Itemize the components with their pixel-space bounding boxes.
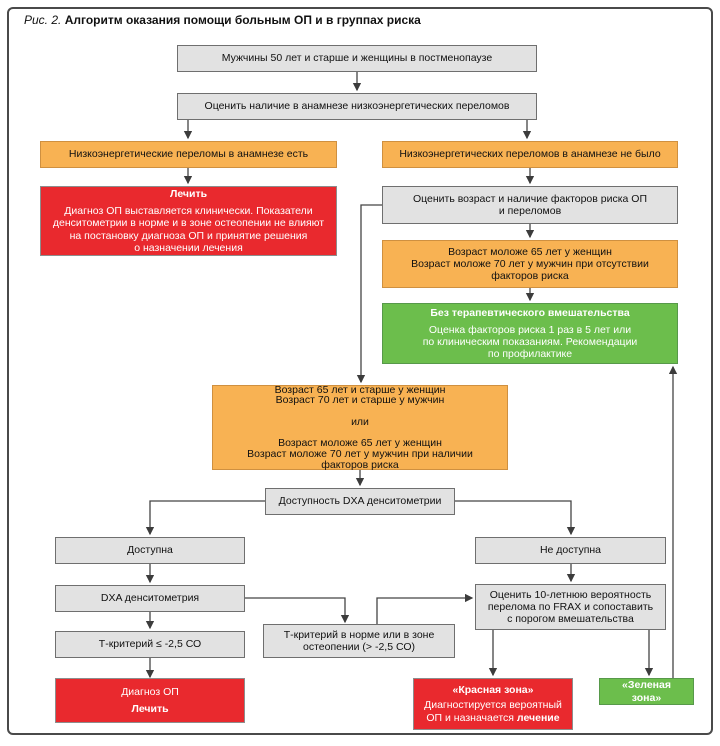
figure-border [7, 7, 713, 735]
node-green-zone: «Зеленая зона» [599, 678, 694, 705]
node-t-normal-label: Т-критерий в норме или в зоне остеопении… [283, 628, 435, 653]
node-treat-clinical-title: Лечить [169, 188, 208, 201]
node-start-label: Мужчины 50 лет и старше и женщины в пост… [221, 52, 493, 65]
node-available: Доступна [55, 537, 245, 564]
node-age-criteria: Возраст 65 лет и старше у женщин Возраст… [212, 383, 508, 471]
connector-t-normal-to-frax [376, 593, 474, 625]
connector-availability-to-not-available [455, 500, 576, 536]
node-no-intervention-title: Без терапевтического вмешательства [430, 306, 630, 319]
node-age-criteria-label: Возраст 65 лет и старше у женщин Возраст… [247, 383, 473, 471]
node-assess-history: Оценить наличие в анамнезе низкоэнергети… [177, 93, 537, 120]
node-assess-history-label: Оценить наличие в анамнезе низкоэнергети… [204, 100, 510, 113]
node-t-normal: Т-критерий в норме или в зоне остеопении… [263, 624, 455, 658]
node-young-no-risk-label: Возраст моложе 65 лет у женщин Возраст м… [411, 245, 649, 283]
node-fractures-yes: Низкоэнергетические переломы в анамнезе … [40, 141, 337, 168]
node-dxa: DXA денситометрия [55, 585, 245, 612]
node-not-available: Не доступна [475, 537, 666, 564]
node-start: Мужчины 50 лет и старше и женщины в пост… [177, 45, 537, 72]
node-red-zone-body-bold: лечение [516, 711, 560, 724]
node-fractures-no-label: Низкоэнергетических переломов в анамнезе… [399, 148, 661, 161]
node-assess-age-label: Оценить возраст и наличие факторов риска… [412, 192, 648, 217]
node-fractures-yes-label: Низкоэнергетические переломы в анамнезе … [68, 148, 309, 161]
node-red-zone-title: «Красная зона» [452, 684, 534, 697]
node-dxa-availability-label: Доступность DXA денситометрии [278, 495, 442, 508]
node-frax-label: Оценить 10-летнюю вероятность перелома п… [487, 588, 654, 626]
node-red-zone-body: Диагностируется вероятный ОП и назначает… [424, 699, 562, 723]
node-treat-clinical: Лечить Диагноз ОП выставляется клиническ… [40, 186, 337, 256]
node-fractures-no: Низкоэнергетических переломов в анамнезе… [382, 141, 678, 168]
node-diagnosis-op-line1: Диагноз ОП [121, 686, 179, 699]
node-available-label: Доступна [127, 544, 173, 557]
node-no-intervention-body: Оценка факторов риска 1 раз в 5 лет или … [422, 323, 638, 361]
node-young-no-risk: Возраст моложе 65 лет у женщин Возраст м… [382, 240, 678, 288]
node-diagnosis-op-line2: Лечить [131, 702, 169, 715]
node-dxa-label: DXA денситометрия [100, 592, 200, 605]
connector-assess-age-to-age-criteria [356, 204, 382, 384]
node-red-zone: «Красная зона» Диагностируется вероятный… [413, 678, 573, 730]
figure-caption: Рис. 2. Алгоритм оказания помощи больным… [24, 13, 421, 27]
connector-availability-to-available [145, 500, 265, 536]
node-frax: Оценить 10-летнюю вероятность перелома п… [475, 584, 666, 630]
node-not-available-label: Не доступна [539, 544, 602, 557]
node-dxa-availability: Доступность DXA денситометрии [265, 488, 455, 515]
node-treat-clinical-body: Диагноз ОП выставляется клинически. Пока… [52, 205, 325, 254]
node-t-low-label: Т-критерий ≤ -2,5 СО [98, 638, 202, 651]
node-red-zone-body-text: Диагностируется вероятный ОП и назначает… [424, 699, 562, 724]
connector-dxa-to-t-normal [245, 597, 350, 624]
node-assess-age: Оценить возраст и наличие факторов риска… [382, 186, 678, 224]
figure-caption-label: Рис. 2. [24, 13, 62, 27]
figure-caption-title: Алгоритм оказания помощи больным ОП и в … [64, 13, 421, 27]
node-green-zone-label: «Зеленая зона» [622, 679, 671, 704]
node-diagnosis-op: Диагноз ОП Лечить [55, 678, 245, 723]
node-t-low: Т-критерий ≤ -2,5 СО [55, 631, 245, 658]
node-no-intervention: Без терапевтического вмешательства Оценк… [382, 303, 678, 364]
